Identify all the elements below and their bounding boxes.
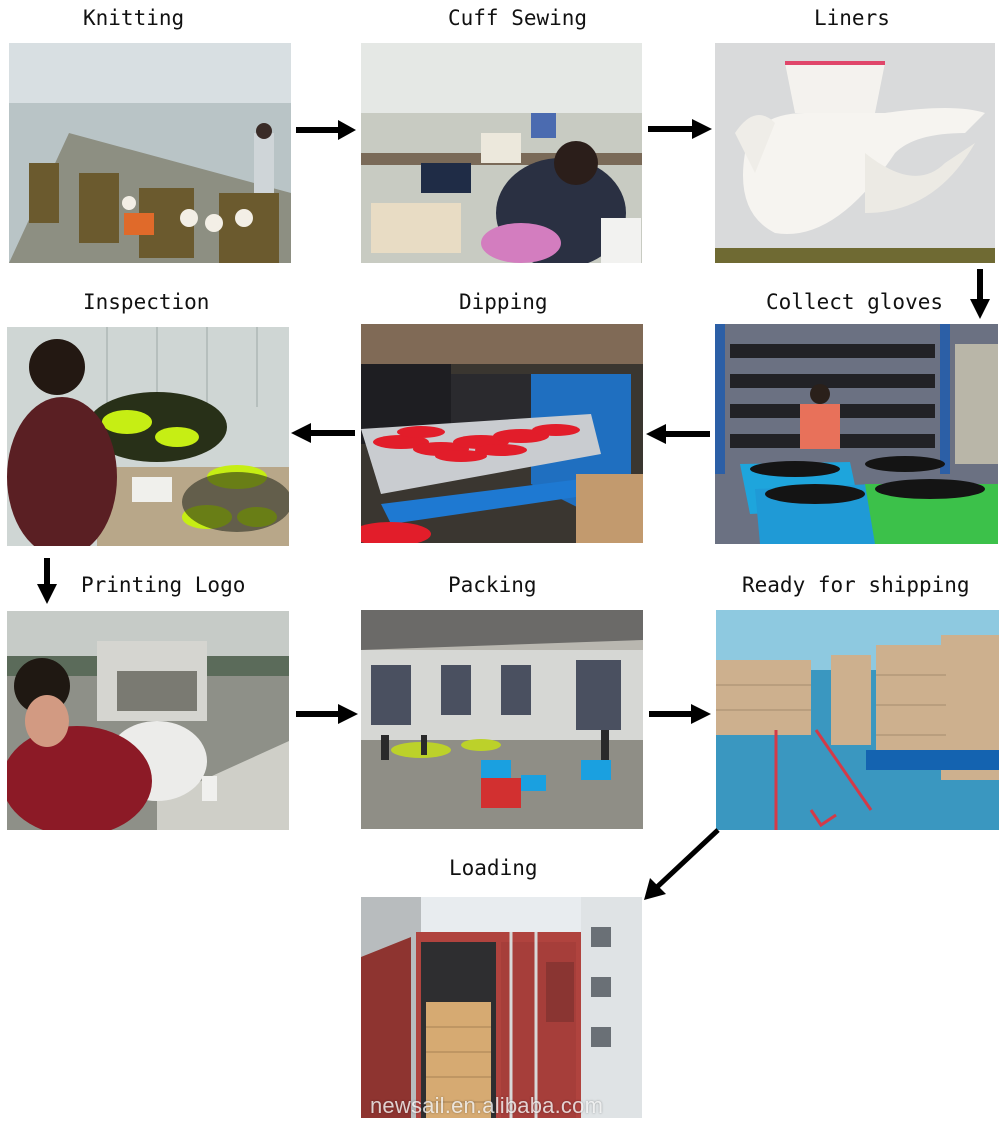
collect-gloves-photo xyxy=(715,324,998,544)
watermark: newsail.en.alibaba.com xyxy=(370,1093,604,1118)
liners-photo xyxy=(715,43,995,263)
knitting-photo xyxy=(9,43,291,263)
step-label-loading: Loading xyxy=(449,856,538,880)
step-label-ready-for-shipping: Ready for shipping xyxy=(742,573,970,597)
step-label-printing-logo: Printing Logo xyxy=(81,573,246,597)
step-label-liners: Liners xyxy=(814,6,890,30)
arrow-left-icon xyxy=(646,424,710,444)
step-label-collect-gloves: Collect gloves xyxy=(766,290,944,314)
dipping-photo xyxy=(361,324,643,543)
printing-logo-photo xyxy=(7,611,289,830)
arrow-right-icon xyxy=(296,704,358,724)
inspection-photo xyxy=(7,327,289,546)
arrow-left-icon xyxy=(291,423,355,443)
arrow-down-icon xyxy=(37,558,57,604)
step-label-dipping: Dipping xyxy=(459,290,548,314)
ready-for-shipping-photo xyxy=(716,610,999,830)
cuff-sewing-photo xyxy=(361,43,642,263)
step-label-inspection: Inspection xyxy=(83,290,210,314)
arrow-down-icon xyxy=(970,269,990,319)
arrow-diagonal-icon xyxy=(644,828,720,900)
packing-photo xyxy=(361,610,643,829)
arrow-right-icon xyxy=(296,120,356,140)
arrow-right-icon xyxy=(648,119,712,139)
arrow-right-icon xyxy=(649,704,711,724)
loading-photo xyxy=(361,897,642,1118)
step-label-cuff-sewing: Cuff Sewing xyxy=(448,6,588,30)
step-label-packing: Packing xyxy=(448,573,537,597)
step-label-knitting: Knitting xyxy=(83,6,185,30)
